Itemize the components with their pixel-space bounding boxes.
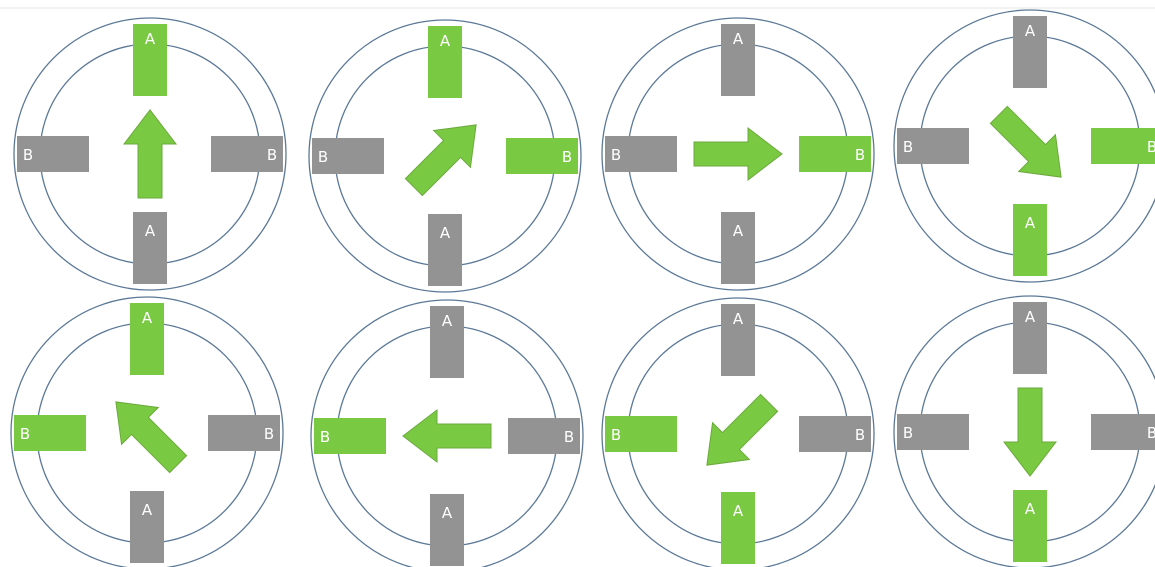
rotor-arrow-icon xyxy=(693,126,783,182)
coil-b-right xyxy=(799,416,871,452)
coil-a-bottom xyxy=(130,491,164,563)
rotor-arrow-icon xyxy=(122,109,178,199)
coil-b-left-label: B xyxy=(318,148,328,166)
coil-b-left xyxy=(605,136,677,172)
coil-b-right xyxy=(208,415,280,451)
coil-a-top-label: A xyxy=(1025,22,1036,40)
coil-b-right-label: B xyxy=(1147,138,1155,156)
coil-a-top xyxy=(1013,302,1047,374)
coil-b-right-label: B xyxy=(267,146,277,164)
coil-b-left-label: B xyxy=(611,146,621,164)
coil-a-top-label: A xyxy=(440,32,451,50)
rotor-arrow-icon xyxy=(1002,387,1058,477)
stator-outer-ring xyxy=(308,19,582,293)
coil-b-right-label: B xyxy=(564,428,574,446)
coil-a-bottom-label: A xyxy=(440,224,451,242)
coil-a-top xyxy=(428,26,462,98)
coil-a-bottom xyxy=(430,494,464,566)
coil-b-left xyxy=(897,128,969,164)
step-8-motor: A A B B xyxy=(893,295,1155,567)
coil-b-left-label: B xyxy=(903,138,913,156)
coil-a-top-label: A xyxy=(733,30,744,48)
coil-a-top xyxy=(430,306,464,378)
coil-b-left-label: B xyxy=(320,428,330,446)
coil-a-bottom-label: A xyxy=(1025,500,1036,518)
step-3-motor: A A B B xyxy=(601,17,875,291)
stator-outer-ring xyxy=(13,17,287,291)
step-1-motor: A A B B xyxy=(13,17,287,291)
coil-a-bottom xyxy=(1013,490,1047,562)
coil-b-right xyxy=(508,418,580,454)
coil-a-bottom-label: A xyxy=(442,504,453,522)
rotor-arrow-icon xyxy=(402,408,492,464)
step-6-motor: A A B B xyxy=(310,299,584,567)
coil-a-bottom xyxy=(721,492,755,564)
step-5-motor: A A B B xyxy=(10,296,284,567)
coil-b-left xyxy=(314,418,386,454)
coil-b-right-label: B xyxy=(562,148,572,166)
step-7-motor: A A B B xyxy=(601,297,875,567)
stator-outer-ring xyxy=(893,9,1155,283)
coil-b-right xyxy=(799,136,871,172)
coil-a-bottom-label: A xyxy=(145,222,156,240)
stator-outer-ring xyxy=(310,299,584,567)
coil-b-left xyxy=(17,136,89,172)
coil-a-bottom-label: A xyxy=(142,501,153,519)
coil-a-bottom-label: A xyxy=(733,502,744,520)
rotor-arrow-icon xyxy=(706,393,779,466)
coil-a-top-label: A xyxy=(1025,308,1036,326)
coil-a-top-label: A xyxy=(442,312,453,330)
coil-b-left xyxy=(312,138,384,174)
coil-a-bottom-label: A xyxy=(733,222,744,240)
stator-outer-ring xyxy=(601,297,875,567)
coil-b-left xyxy=(14,415,86,451)
coil-a-bottom xyxy=(1013,204,1047,276)
rotor-arrow-icon xyxy=(404,124,477,197)
stator-outer-ring xyxy=(10,296,284,567)
rotor-arrow-icon xyxy=(989,105,1062,178)
coil-b-right-label: B xyxy=(855,146,865,164)
coil-a-top xyxy=(721,304,755,376)
coil-b-right xyxy=(506,138,578,174)
stator-outer-ring xyxy=(893,295,1155,567)
coil-a-bottom xyxy=(133,212,167,284)
coil-a-bottom xyxy=(721,212,755,284)
coil-a-bottom xyxy=(428,214,462,286)
coil-b-right xyxy=(211,136,283,172)
coil-b-right-label: B xyxy=(264,425,274,443)
coil-b-right xyxy=(1091,128,1155,164)
rotor-arrow-icon xyxy=(115,401,188,474)
coil-a-bottom-label: A xyxy=(1025,214,1036,232)
coil-b-left xyxy=(897,414,969,450)
coil-a-top-label: A xyxy=(145,30,156,48)
coil-a-top-label: A xyxy=(142,309,153,327)
coil-a-top xyxy=(133,24,167,96)
coil-a-top-label: A xyxy=(733,310,744,328)
coil-b-left-label: B xyxy=(903,424,913,442)
coil-b-left-label: B xyxy=(611,426,621,444)
coil-a-top xyxy=(721,24,755,96)
coil-a-top xyxy=(130,303,164,375)
step-4-motor: A A B B xyxy=(893,9,1155,283)
coil-b-left-label: B xyxy=(20,425,30,443)
coil-b-right-label: B xyxy=(855,426,865,444)
coil-a-top xyxy=(1013,16,1047,88)
coil-b-left xyxy=(605,416,677,452)
coil-b-right xyxy=(1091,414,1155,450)
stator-outer-ring xyxy=(601,17,875,291)
coil-b-right-label: B xyxy=(1147,424,1155,442)
step-2-motor: A A B B xyxy=(308,19,582,293)
coil-b-left-label: B xyxy=(23,146,33,164)
